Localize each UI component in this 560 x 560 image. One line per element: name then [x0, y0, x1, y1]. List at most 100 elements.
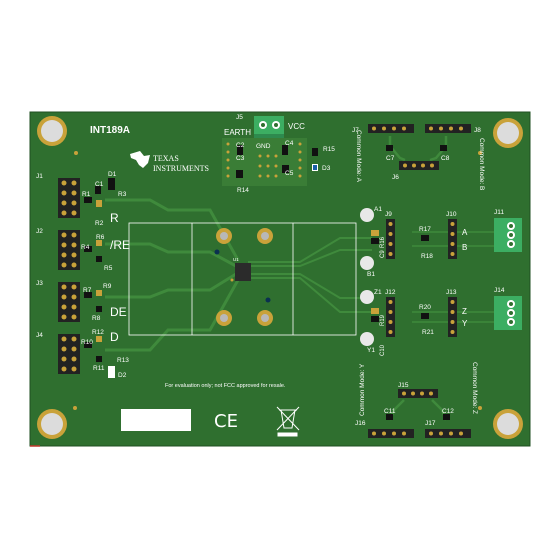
- r19-label: R19: [380, 314, 386, 326]
- common-mode-z: Common Mode: Z: [471, 362, 478, 414]
- isolation-outline: [128, 222, 357, 336]
- c11-label: C11: [384, 408, 396, 415]
- j12-label: J12: [385, 289, 396, 296]
- d1-label: D1: [108, 171, 117, 178]
- j16-label: J16: [355, 420, 366, 427]
- common-mode-y: Common Mode: Y: [359, 363, 366, 416]
- signal-b: B: [462, 243, 467, 252]
- j1-label: J1: [36, 173, 43, 180]
- common-mode-a: Common Mode: A: [355, 130, 362, 183]
- j6-label: J6: [392, 174, 399, 181]
- r3-label: R3: [118, 191, 127, 198]
- d2-label: D2: [118, 372, 127, 379]
- r5-label: R5: [104, 265, 113, 272]
- r18-label: R18: [421, 253, 433, 260]
- signal-de: DE: [110, 305, 127, 319]
- test-points-right: A1 B1 Z1 Y1 C9 R16 C10 R19: [360, 206, 386, 356]
- signal-r: R: [110, 211, 119, 225]
- j13-label: J13: [446, 289, 457, 296]
- r8-label: R8: [92, 315, 101, 322]
- signal-a: A: [462, 228, 468, 237]
- board-name: INT189A: [90, 125, 130, 136]
- r1-label: R1: [82, 191, 91, 198]
- common-mode-bottom: J15 C11 C12 J16 J17 Common Mode: Y Commo…: [355, 362, 478, 438]
- header-j3: J3: [36, 280, 80, 322]
- j9-label: J9: [385, 211, 392, 218]
- j15-label: J15: [398, 382, 409, 389]
- common-mode-top: J7 J8 C7 C8 J6 Common Mode: A Common Mod…: [352, 124, 485, 190]
- left-headers: J1 J2 J3 J4: [36, 173, 80, 374]
- y1-label: Y1: [367, 347, 375, 354]
- c12-label: C12: [442, 408, 454, 415]
- j3-label: J3: [36, 280, 43, 287]
- j2-label: J2: [36, 228, 43, 235]
- c2-label: C2: [236, 142, 245, 149]
- j11-label: J11: [494, 209, 504, 216]
- j17-label: J17: [425, 420, 436, 427]
- mounting-holes: [37, 116, 523, 439]
- r6-label: R6: [96, 234, 105, 241]
- j8-label: J8: [474, 127, 481, 134]
- r20-label: R20: [419, 304, 431, 311]
- d3-label: D3: [322, 165, 331, 172]
- b1-label: B1: [367, 271, 375, 278]
- j4-label: J4: [36, 332, 43, 339]
- u1-label: U1: [233, 257, 239, 262]
- j14-label: J14: [494, 287, 505, 294]
- c8-label: C8: [441, 155, 450, 162]
- c1-label: C1: [95, 181, 104, 188]
- c4-label: C4: [285, 140, 294, 147]
- signal-z: Z: [462, 307, 467, 316]
- z1-label: Z1: [374, 289, 382, 296]
- c3-label: C3: [236, 155, 245, 162]
- r7-label: R7: [83, 287, 92, 294]
- u1-chip: U1: [233, 257, 251, 281]
- logo-line1: Texas: [153, 154, 179, 163]
- label-blank: [121, 409, 191, 431]
- r13-label: R13: [117, 357, 129, 364]
- r15-label: R15: [323, 146, 335, 153]
- header-j4: J4: [36, 332, 80, 374]
- common-mode-b: Common Mode: B: [478, 138, 485, 190]
- r4-label: R4: [81, 244, 90, 251]
- r21-label: R21: [422, 329, 434, 336]
- gnd-label: GND: [256, 143, 271, 150]
- left-components: R1 C1 D1 R3 R2 R6 R4 R5 R7 R9 R8 R12 R10…: [81, 171, 129, 379]
- header-j1: J1: [36, 173, 80, 218]
- c5-label: C5: [285, 170, 294, 177]
- header-j2: J2: [36, 228, 80, 270]
- logo-line2: Instruments: [153, 164, 209, 173]
- isolator-pads: [214, 228, 273, 326]
- r2-label: R2: [95, 220, 104, 227]
- r16-label: R16: [380, 236, 386, 248]
- a1-label: A1: [374, 206, 382, 213]
- weee-icon: [276, 406, 300, 437]
- ti-logo: Texas Instruments: [130, 151, 209, 173]
- r9-label: R9: [103, 283, 112, 290]
- disclaimer: For evaluation only; not FCC approved fo…: [165, 383, 286, 389]
- r10-label: R10: [81, 339, 93, 346]
- j5-label: J5: [236, 114, 243, 121]
- j10-label: J10: [446, 211, 457, 218]
- j5-terminal-block: J5 EARTH VCC: [224, 114, 305, 140]
- r14-label: R14: [237, 187, 249, 194]
- signal-re: /RE: [110, 238, 130, 252]
- j7-label: J7: [352, 127, 359, 134]
- r12-label: R12: [92, 329, 104, 336]
- ce-mark: CE: [214, 411, 238, 432]
- c9-label: C9: [380, 250, 386, 258]
- terminal-j11: J11: [494, 209, 522, 252]
- signal-d: D: [110, 330, 119, 344]
- r11-label: R11: [93, 365, 105, 372]
- signal-y: Y: [462, 319, 468, 328]
- right-resistors: R17 R18 R20 R21: [419, 226, 434, 336]
- c7-label: C7: [386, 155, 395, 162]
- r17-label: R17: [419, 226, 431, 233]
- right-headers: J9 J10 J12 J13: [385, 211, 457, 337]
- c10-label: C10: [380, 344, 386, 356]
- vcc-label: VCC: [288, 122, 305, 131]
- power-area: GND C2 C3 C4 C5 R14: [222, 138, 307, 194]
- terminal-j14: J14: [494, 287, 522, 330]
- earth-label: EARTH: [224, 128, 251, 137]
